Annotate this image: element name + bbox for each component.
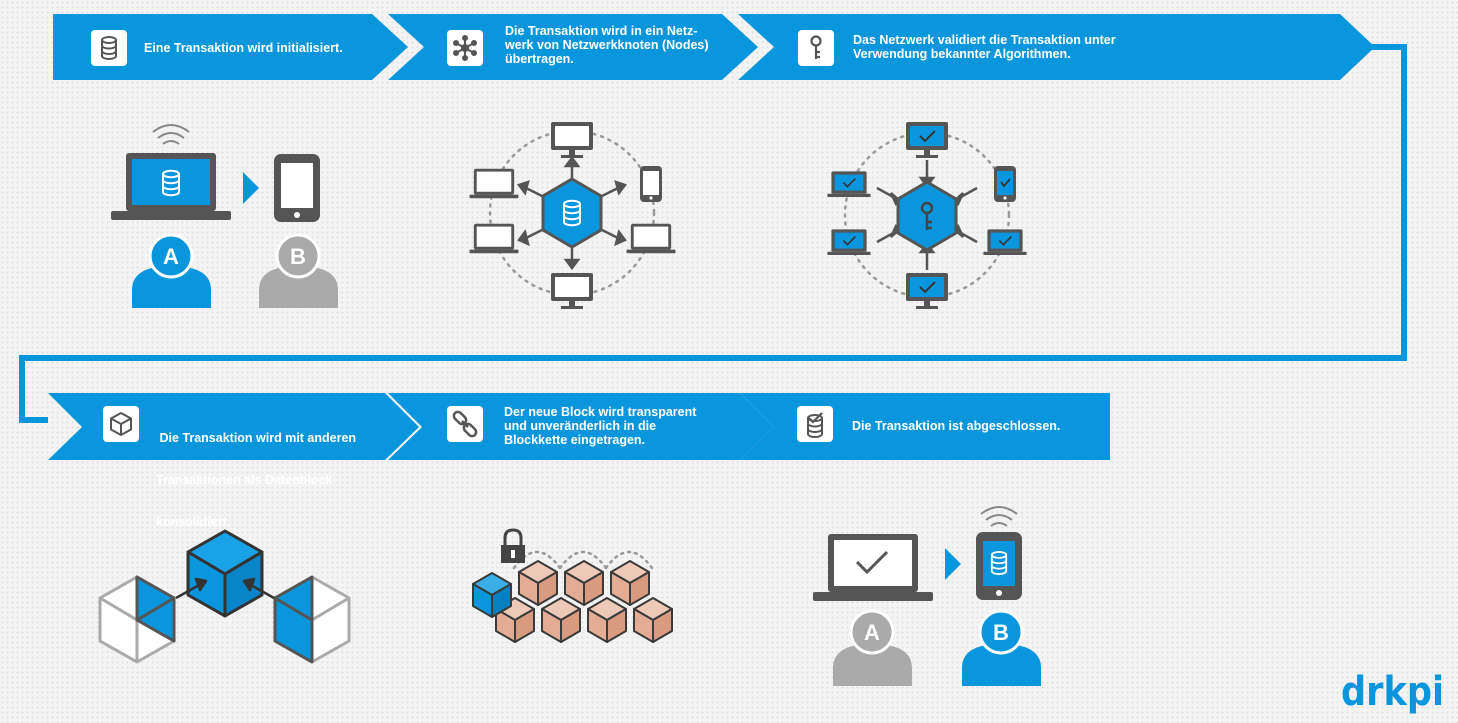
step-1-banner [53,14,408,80]
step-5-banner [388,393,774,460]
step-5-line-2: und unveränderlich in die [504,419,657,433]
key-icon [798,30,834,66]
illustration-datablock [98,529,351,664]
flow-connector-line [19,44,1407,423]
chain-link-icon [447,406,483,442]
person-a-avatar [132,233,211,308]
person-a-label: A [163,244,179,269]
step-5-line-1: Der neue Block wird transparent [504,405,697,419]
step-4-banner [48,393,419,460]
step-3-line-2: Verwendung bekannter Algorithmen. [853,47,1071,61]
step-2-label: Die Transaktion wird in ein Netz- werk v… [505,24,745,66]
illustration-validation [826,121,1028,310]
database-icon [91,30,127,66]
cube-icon [103,406,139,442]
person-a-avatar-2 [833,609,912,686]
step-6-text: Die Transaktion ist abgeschlossen. [852,419,1061,433]
laptop-a [111,153,231,220]
step-6-label: Die Transaktion ist abgeschlossen. [852,419,1102,433]
step-4-line-1: Die Transaktion wird mit anderen [156,431,357,445]
person-b-avatar-2 [962,609,1041,686]
network-node-icon [447,30,483,66]
laptop-a-done [813,534,933,601]
step-3-line-1: Das Netzwerk validiert die Transaktion u… [853,33,1116,47]
step-4-line-2: Transaktionen als Datenblock [156,473,333,487]
phone-b-done [976,532,1022,600]
person-b-label: B [290,244,306,269]
illustration-completed: A B [813,506,1041,686]
step-2-line-3: übertragen. [505,52,574,66]
step-4-label: Die Transaktion wird mit anderen Transak… [156,403,396,543]
padlock-icon [501,528,525,563]
step-2-line-1: Die Transaktion wird in ein Netz- [505,24,698,38]
step-4-line-3: konsolidiert. [156,515,231,529]
step-1-label: Eine Transaktion wird initialisiert. [144,41,374,55]
wifi-icon [152,124,190,145]
key-symbol [920,201,934,230]
step-1-text: Eine Transaktion wird initialisiert. [144,41,343,55]
person-b-avatar [259,233,338,308]
step-2-line-2: werk von Netzwerkknoten (Nodes) [505,38,709,52]
step-3-banner [738,14,1375,80]
send-arrow-2 [945,548,961,580]
person-b-label-2: B [993,620,1009,645]
step-5-label: Der neue Block wird transparent und unve… [504,405,744,447]
step-3-label: Das Netzwerk validiert die Transaktion u… [853,33,1193,61]
person-a-label-2: A [864,620,880,645]
step-5-line-3: Blockkette eingetragen. [504,433,646,447]
send-arrow [243,172,259,204]
drkpi-logo: drkpi [1341,669,1444,715]
wifi-icon-2 [980,506,1018,527]
phone-b [274,154,320,222]
illustration-blockchain [472,528,673,643]
illustration-initiate: A B [111,124,338,308]
illustration-network [469,122,676,309]
database-check-icon [797,406,833,442]
